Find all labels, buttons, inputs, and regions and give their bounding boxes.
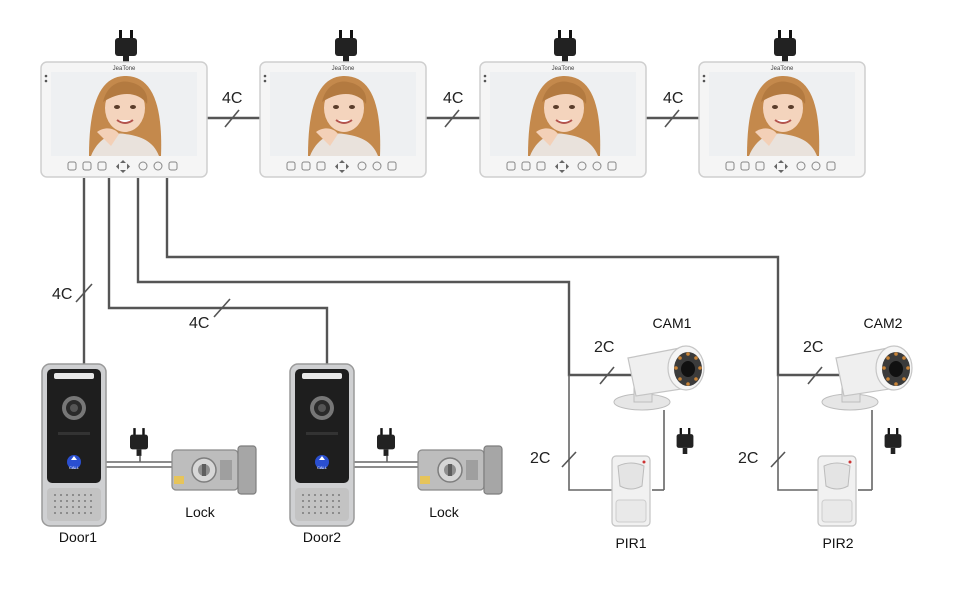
motion-sensor-icon	[611, 455, 651, 527]
pir1-wire-label: 2C	[530, 450, 550, 467]
call-button-icon: CALL	[317, 465, 328, 470]
power-adapter-icon	[676, 428, 694, 454]
call-button-icon: CALL	[69, 465, 80, 470]
door-station-1: CALL Door1	[41, 363, 107, 545]
cam1-label: CAM1	[653, 315, 692, 331]
lock2-label: Lock	[429, 504, 460, 520]
monitor-link-label-3: 4C	[663, 90, 683, 107]
wiring	[82, 116, 873, 491]
power-adapter-icon	[335, 30, 357, 64]
lock-2: Lock	[377, 428, 503, 520]
cam2-label: CAM2	[864, 315, 903, 331]
pir-sensor-1: PIR1	[611, 455, 651, 551]
door2-wire-label: 4C	[189, 315, 209, 332]
power-adapter-icon	[115, 30, 137, 64]
monitor-brand: JeaTone	[771, 66, 794, 72]
cam2-wire-label: 2C	[803, 339, 823, 356]
camera-lens-icon	[289, 363, 355, 527]
camera-1: CAM1	[613, 315, 705, 454]
motion-sensor-icon	[817, 455, 857, 527]
screen-photo-icon	[698, 61, 866, 178]
camera-lens-icon	[41, 363, 107, 527]
monitor-brand: JeaTone	[332, 66, 355, 72]
screen-photo-icon	[479, 61, 647, 178]
monitor-brand: JeaTone	[113, 66, 136, 72]
camera-2: CAM2	[821, 315, 913, 454]
power-adapter-icon	[884, 428, 902, 454]
door-station-2: CALL Door2	[289, 363, 355, 545]
door1-wire-label: 4C	[52, 286, 72, 303]
power-adapter-icon	[774, 30, 796, 64]
monitor-link-label-1: 4C	[222, 90, 242, 107]
monitor-4: JeaTone	[698, 30, 866, 178]
power-adapter-icon	[554, 30, 576, 64]
pir2-label: PIR2	[822, 535, 853, 551]
door2-wire	[107, 178, 329, 364]
pir2-wire	[777, 375, 818, 491]
pir1-label: PIR1	[615, 535, 646, 551]
lock-icon	[171, 445, 257, 495]
door1-label: Door1	[59, 529, 97, 545]
power-adapter-icon	[377, 428, 395, 456]
pir1-wire	[568, 375, 612, 491]
cam1-wire	[136, 178, 640, 377]
wire-slash-marks	[75, 109, 823, 468]
pir2-wire-label: 2C	[738, 450, 758, 467]
screen-photo-icon	[40, 61, 208, 178]
lock-icon	[417, 445, 503, 495]
monitor-2: JeaTone	[259, 30, 427, 178]
camera-lens-icon	[821, 345, 913, 411]
door2-label: Door2	[303, 529, 341, 545]
lock-1: Lock	[130, 428, 257, 520]
wire-labels: 4C 4C 4C 4C 4C 2C 2C 2C 2C	[52, 90, 823, 467]
pir-sensor-2: PIR2	[817, 455, 857, 551]
lock1-label: Lock	[185, 504, 216, 520]
monitor-3: JeaTone	[479, 30, 647, 178]
monitor-brand: JeaTone	[552, 66, 575, 72]
cam1-wire-label: 2C	[594, 339, 614, 356]
power-adapter-icon	[130, 428, 148, 456]
monitor-1: JeaTone	[40, 30, 208, 178]
cam2-wire	[165, 178, 852, 377]
monitor-link-label-2: 4C	[443, 90, 463, 107]
screen-photo-icon	[259, 61, 427, 178]
camera-lens-icon	[613, 345, 705, 411]
